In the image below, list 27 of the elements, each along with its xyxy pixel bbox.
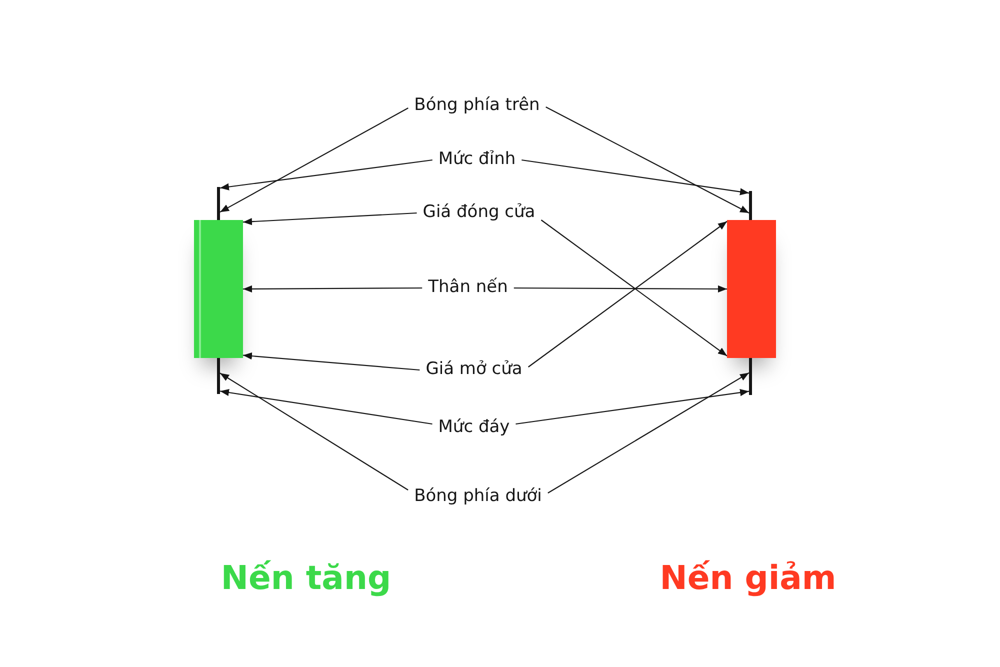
part-label: Giá mở cửa [420,358,528,380]
part-label: Mức đỉnh [432,148,522,170]
part-label: Thân nến [422,276,514,298]
arrow [522,159,750,196]
arrow [516,388,750,425]
part-label: Mức đáy [432,416,516,438]
part-label: Bóng phía dưới [408,485,548,507]
candle-body [194,220,243,358]
part-label: Giá đóng cửa [416,201,542,223]
arrow [243,285,422,293]
arrow [220,159,432,190]
arrow [220,108,408,213]
arrow [514,285,727,293]
part-label: Bóng phía trên [408,94,546,116]
arrow [548,372,750,494]
candle-wick [217,187,220,220]
arrow [242,212,417,226]
arrow [242,352,420,371]
candle-wick [217,358,220,394]
arrow [546,106,750,214]
arrow [220,388,432,425]
candle-wick [749,358,752,395]
candle-body [727,220,776,358]
candle-wick [749,191,752,220]
candle-type-caption: Nến tăng [220,558,392,598]
arrow [220,372,408,490]
candle-type-caption: Nến giảm [660,558,836,598]
